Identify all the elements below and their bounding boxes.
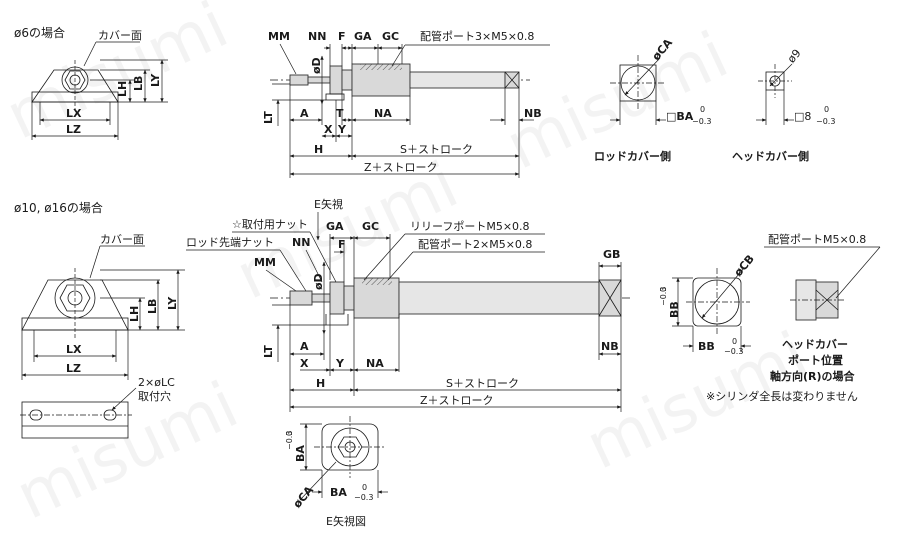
svg-text:X: X — [324, 123, 333, 136]
section-title-6: ø6の場合 — [14, 25, 65, 40]
svg-text:Z＋ストローク: Z＋ストローク — [364, 161, 438, 174]
svg-text:NN: NN — [308, 30, 326, 43]
svg-text:LY: LY — [166, 296, 179, 310]
svg-text:F: F — [338, 238, 346, 251]
svg-text:配管ポート2×M5×0.8: 配管ポート2×M5×0.8 — [418, 237, 532, 251]
head-port-axial-view: 配管ポートM5×0.8 ヘッドカバー ポート位置 軸方向(R)の場合 ※シリンダ… — [706, 232, 881, 403]
svg-text:ロッドカバー側: ロッドカバー側 — [594, 149, 671, 163]
svg-text:GC: GC — [362, 220, 379, 233]
svg-text:NA: NA — [374, 107, 392, 120]
svg-text:NA: NA — [366, 357, 384, 370]
svg-text:BB: BB — [698, 340, 715, 353]
svg-text:カバー面: カバー面 — [98, 29, 142, 42]
svg-text:F: F — [338, 30, 346, 43]
svg-text:øD: øD — [312, 273, 325, 290]
end-view-10: øCB BB 0 −0.3 BB 0 −0.3 — [659, 252, 757, 356]
svg-text:S＋ストローク: S＋ストローク — [446, 377, 519, 390]
svg-text:カバー面: カバー面 — [100, 233, 144, 246]
svg-text:リリーフポートM5×0.8: リリーフポートM5×0.8 — [410, 220, 530, 233]
svg-text:LX: LX — [66, 343, 82, 356]
svg-text:※シリンダ全長は変わりません: ※シリンダ全長は変わりません — [706, 389, 858, 403]
svg-text:LT: LT — [262, 345, 275, 358]
svg-text:ø9: ø9 — [785, 47, 804, 66]
svg-text:LZ: LZ — [66, 362, 81, 375]
svg-text:LY: LY — [149, 73, 162, 87]
svg-text:0: 0 — [732, 337, 737, 346]
svg-text:øD: øD — [310, 57, 323, 74]
svg-text:LB: LB — [132, 76, 145, 91]
bracket-front-6: LH LB LY LX LZ カバー面 — [31, 29, 168, 140]
svg-text:E矢視: E矢視 — [314, 197, 343, 211]
svg-text:LZ: LZ — [66, 123, 81, 136]
bracket-bottom-view: 2×øLC 取付穴 — [20, 376, 175, 439]
svg-text:0: 0 — [700, 105, 705, 114]
svg-text:ヘッドカバー側: ヘッドカバー側 — [732, 149, 809, 163]
svg-text:0: 0 — [285, 431, 294, 436]
svg-text:Y: Y — [337, 123, 347, 136]
svg-text:Z＋ストローク: Z＋ストローク — [420, 394, 494, 407]
svg-text:misumi: misumi — [5, 368, 248, 534]
svg-text:LH: LH — [116, 81, 129, 97]
svg-text:GB: GB — [603, 248, 620, 261]
svg-text:GA: GA — [354, 30, 372, 43]
svg-text:LT: LT — [262, 111, 275, 124]
svg-text:0: 0 — [659, 287, 668, 292]
svg-text:LB: LB — [146, 299, 159, 314]
svg-text:T: T — [336, 107, 344, 120]
section-title-10-16: ø10, ø16の場合 — [14, 200, 103, 215]
svg-text:−0.3: −0.3 — [724, 347, 743, 356]
svg-text:軸方向(R)の場合: 軸方向(R)の場合 — [770, 369, 856, 383]
svg-text:2×øLC: 2×øLC — [138, 376, 175, 389]
head-cover-view-6: ø9 □8 0 −0.3 ヘッドカバー側 — [732, 47, 835, 163]
cylinder-side-10: E矢視 ☆取付用ナット ロッド先端ナット MM NN GA F GC リリーフポ… — [186, 197, 630, 412]
svg-text:E矢視図: E矢視図 — [326, 514, 366, 528]
svg-text:NN: NN — [292, 236, 310, 249]
svg-text:☆取付用ナット: ☆取付用ナット — [232, 218, 308, 231]
svg-text:LH: LH — [128, 306, 141, 322]
svg-text:BB: BB — [668, 301, 681, 318]
svg-text:−0.3: −0.3 — [354, 493, 373, 502]
svg-text:0: 0 — [362, 483, 367, 492]
svg-text:H: H — [316, 377, 325, 390]
svg-text:ロッド先端ナット: ロッド先端ナット — [186, 236, 274, 249]
svg-text:−0.3: −0.3 — [285, 431, 294, 450]
svg-text:LX: LX — [66, 107, 82, 120]
svg-text:配管ポート3×M5×0.8: 配管ポート3×M5×0.8 — [420, 29, 534, 43]
svg-text:−0.3: −0.3 — [659, 287, 668, 306]
svg-text:NB: NB — [601, 340, 619, 353]
svg-text:Y: Y — [335, 357, 345, 370]
svg-text:A: A — [300, 340, 309, 353]
svg-text:H: H — [314, 143, 323, 156]
svg-text:S＋ストローク: S＋ストローク — [400, 143, 473, 156]
svg-text:øCB: øCB — [732, 252, 757, 279]
svg-text:□BA: □BA — [666, 110, 694, 123]
svg-text:BA: BA — [330, 486, 347, 499]
bracket-front-10: LH LB LY LX LZ カバー面 — [21, 233, 185, 380]
svg-text:GC: GC — [382, 30, 399, 43]
svg-text:□8: □8 — [794, 110, 811, 123]
svg-text:MM: MM — [268, 30, 290, 43]
cylinder-side-6: MM NN F GA GC 配管ポート3×M5×0.8 øD LT — [262, 29, 550, 178]
svg-text:ポート位置: ポート位置 — [788, 353, 843, 367]
svg-text:X: X — [300, 357, 309, 370]
svg-text:MM: MM — [254, 256, 276, 269]
svg-text:取付穴: 取付穴 — [138, 389, 171, 403]
svg-text:GA: GA — [326, 220, 344, 233]
svg-text:NB: NB — [524, 107, 542, 120]
svg-text:øCA: øCA — [291, 483, 317, 510]
svg-text:配管ポートM5×0.8: 配管ポートM5×0.8 — [768, 232, 866, 246]
svg-text:BA: BA — [294, 445, 307, 462]
svg-text:−0.3: −0.3 — [692, 117, 711, 126]
svg-text:−0.3: −0.3 — [816, 117, 835, 126]
svg-text:ヘッドカバー: ヘッドカバー — [782, 338, 848, 351]
e-view-figure: BA 0 −0.3 BA 0 −0.3 øCA E矢視図 — [285, 416, 388, 528]
svg-text:A: A — [300, 107, 309, 120]
svg-text:0: 0 — [824, 105, 829, 114]
svg-text:misumi: misumi — [0, 0, 239, 155]
